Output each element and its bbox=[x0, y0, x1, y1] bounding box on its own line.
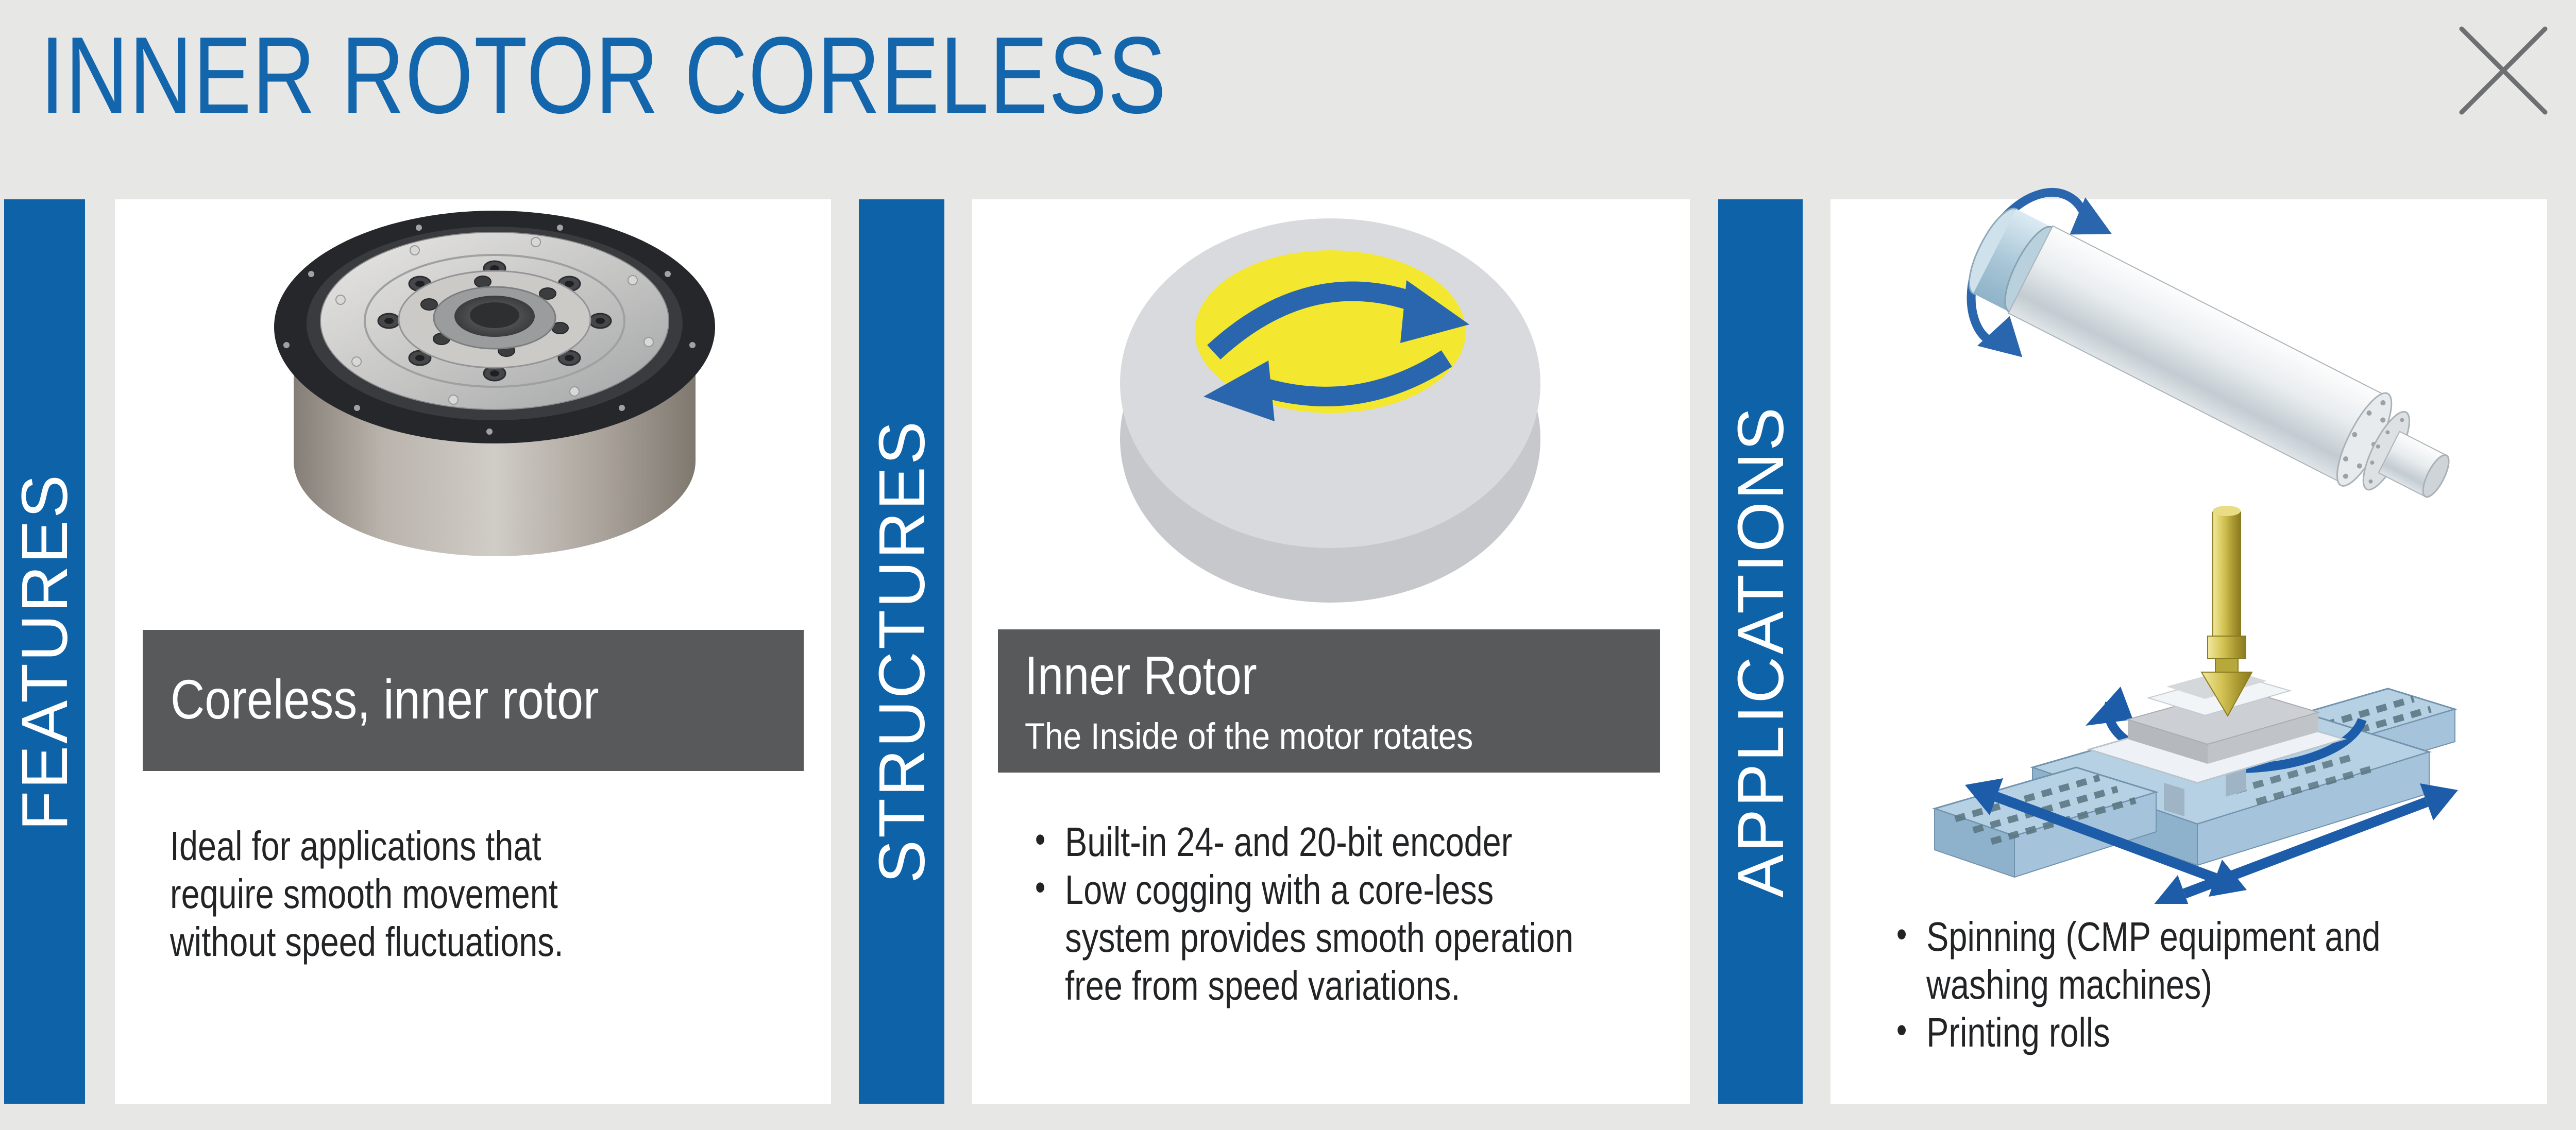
structures-heading-box: Inner Rotor The Inside of the motor rota… bbox=[998, 629, 1660, 773]
linear-motion-arrow-icon bbox=[2154, 783, 2458, 904]
rotation-arrows-icon bbox=[1207, 281, 1452, 406]
close-button[interactable] bbox=[2456, 24, 2550, 117]
features-heading-box: Coreless, inner rotor bbox=[143, 630, 804, 771]
list-item: • Built-in 24- and 20-bit encoder bbox=[1032, 818, 1575, 866]
structures-bullet-1: Built-in 24- and 20-bit encoder bbox=[1065, 819, 1513, 865]
section-tab-applications: APPLICATIONS bbox=[1718, 199, 1803, 1104]
page-title: INNER ROTOR CORELESS bbox=[40, 14, 1167, 136]
coreless-motor-photo bbox=[274, 211, 715, 556]
section-tab-applications-label: APPLICATIONS bbox=[1724, 405, 1797, 898]
section-tab-structures-label: STRUCTURES bbox=[865, 419, 938, 884]
cmp-equipment-illustration bbox=[1932, 506, 2458, 904]
list-item: • Printing rolls bbox=[1894, 1008, 2391, 1056]
structures-bullet-2: Low cogging with a core-less system prov… bbox=[1065, 867, 1574, 1008]
spindle bbox=[2200, 506, 2253, 717]
bullet-marker: • bbox=[1035, 819, 1046, 860]
applications-bullet-2: Printing rolls bbox=[1926, 1009, 2110, 1055]
section-tab-features: FEATURES bbox=[4, 199, 85, 1104]
bullet-marker: • bbox=[1896, 914, 1907, 955]
bullet-marker: • bbox=[1035, 867, 1046, 908]
structures-heading: Inner Rotor bbox=[1025, 645, 1257, 706]
section-tab-structures: STRUCTURES bbox=[859, 199, 944, 1104]
printing-roll-illustration bbox=[1967, 188, 2450, 498]
list-item: • Spinning (CMP equipment and washing ma… bbox=[1894, 913, 2391, 1008]
structures-bullet-list: • Built-in 24- and 20-bit encoder • Low … bbox=[1032, 818, 1575, 1009]
rotating-disc-illustration bbox=[1120, 218, 1540, 603]
close-icon bbox=[2459, 26, 2548, 115]
structures-subheading: The Inside of the motor rotates bbox=[1025, 716, 1473, 757]
features-heading: Coreless, inner rotor bbox=[171, 668, 599, 730]
applications-bullet-list: • Spinning (CMP equipment and washing ma… bbox=[1894, 913, 2391, 1056]
section-tab-features-label: FEATURES bbox=[8, 472, 81, 831]
list-item: • Low cogging with a core-less system pr… bbox=[1032, 866, 1575, 1009]
features-body-text: Ideal for applications that require smoo… bbox=[170, 823, 564, 965]
applications-bullet-1: Spinning (CMP equipment and washing mach… bbox=[1926, 914, 2381, 1007]
bullet-marker: • bbox=[1896, 1009, 1907, 1051]
